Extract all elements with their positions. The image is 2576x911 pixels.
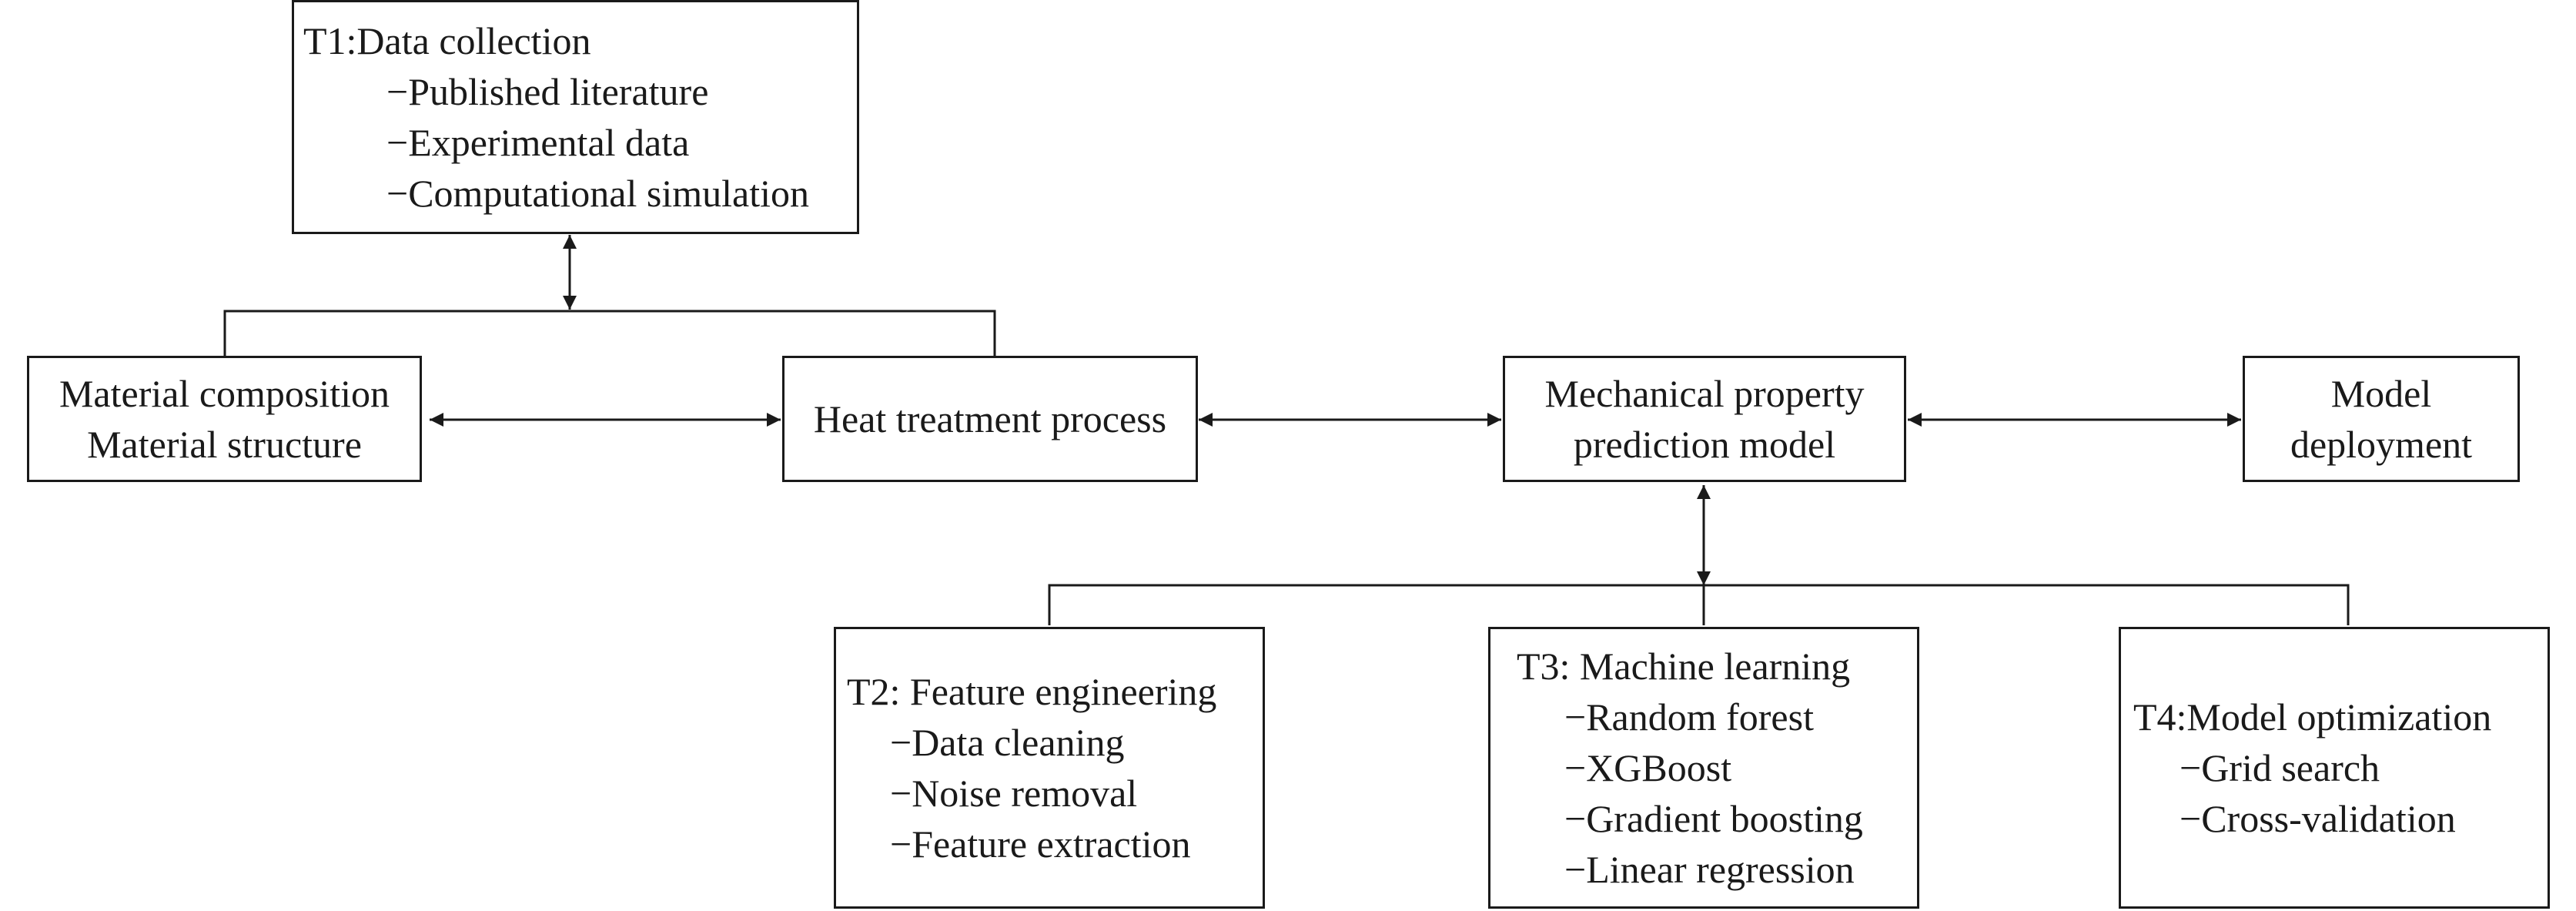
t4-title: T4:Model optimization xyxy=(2133,695,2492,739)
t2-item: −Noise removal xyxy=(890,772,1138,815)
deployment-box: Model deployment xyxy=(2243,356,2520,482)
t1-item: −Experimental data xyxy=(386,121,690,164)
t2-title: T2: Feature engineering xyxy=(847,670,1217,713)
t2-feature-engineering-box: T2: Feature engineering −Data cleaning −… xyxy=(834,627,1265,909)
t4-model-optimization-box: T4:Model optimization −Grid search −Cros… xyxy=(2119,627,2550,909)
mechanical-model-box: Mechanical property prediction model xyxy=(1503,356,1906,482)
t4-item: −Cross-validation xyxy=(2180,797,2456,840)
material-box: Material composition Material structure xyxy=(27,356,422,482)
deploy-line1: Model xyxy=(2330,372,2432,415)
t3-item: −XGBoost xyxy=(1564,746,1732,789)
t3-title: T3: Machine learning xyxy=(1517,645,1851,688)
t4-item: −Grid search xyxy=(2180,746,2380,789)
heat-label: Heat treatment process xyxy=(813,397,1167,440)
t1-title: T1:Data collection xyxy=(303,19,591,62)
t3-machine-learning-box: T3: Machine learning −Random forest −XGB… xyxy=(1488,627,1919,909)
t2-item: −Feature extraction xyxy=(890,822,1191,866)
material-line2: Material structure xyxy=(87,423,362,466)
top-bracket xyxy=(223,310,996,356)
heat-treatment-box: Heat treatment process xyxy=(782,356,1198,482)
t2-item: −Data cleaning xyxy=(890,721,1125,764)
mech-line2: prediction model xyxy=(1573,423,1836,466)
mech-line1: Mechanical property xyxy=(1544,372,1865,415)
material-line1: Material composition xyxy=(59,372,390,415)
deploy-line2: deployment xyxy=(2290,423,2473,466)
t3-item: −Linear regression xyxy=(1564,848,1855,891)
t3-item: −Gradient boosting xyxy=(1564,797,1863,840)
bottom-bracket xyxy=(1048,584,2350,625)
t1-data-collection-box: T1:Data collection −Published literature… xyxy=(292,0,859,234)
t3-item: −Random forest xyxy=(1564,695,1814,739)
t1-item: −Published literature xyxy=(386,70,709,113)
t1-item: −Computational simulation xyxy=(386,172,809,215)
